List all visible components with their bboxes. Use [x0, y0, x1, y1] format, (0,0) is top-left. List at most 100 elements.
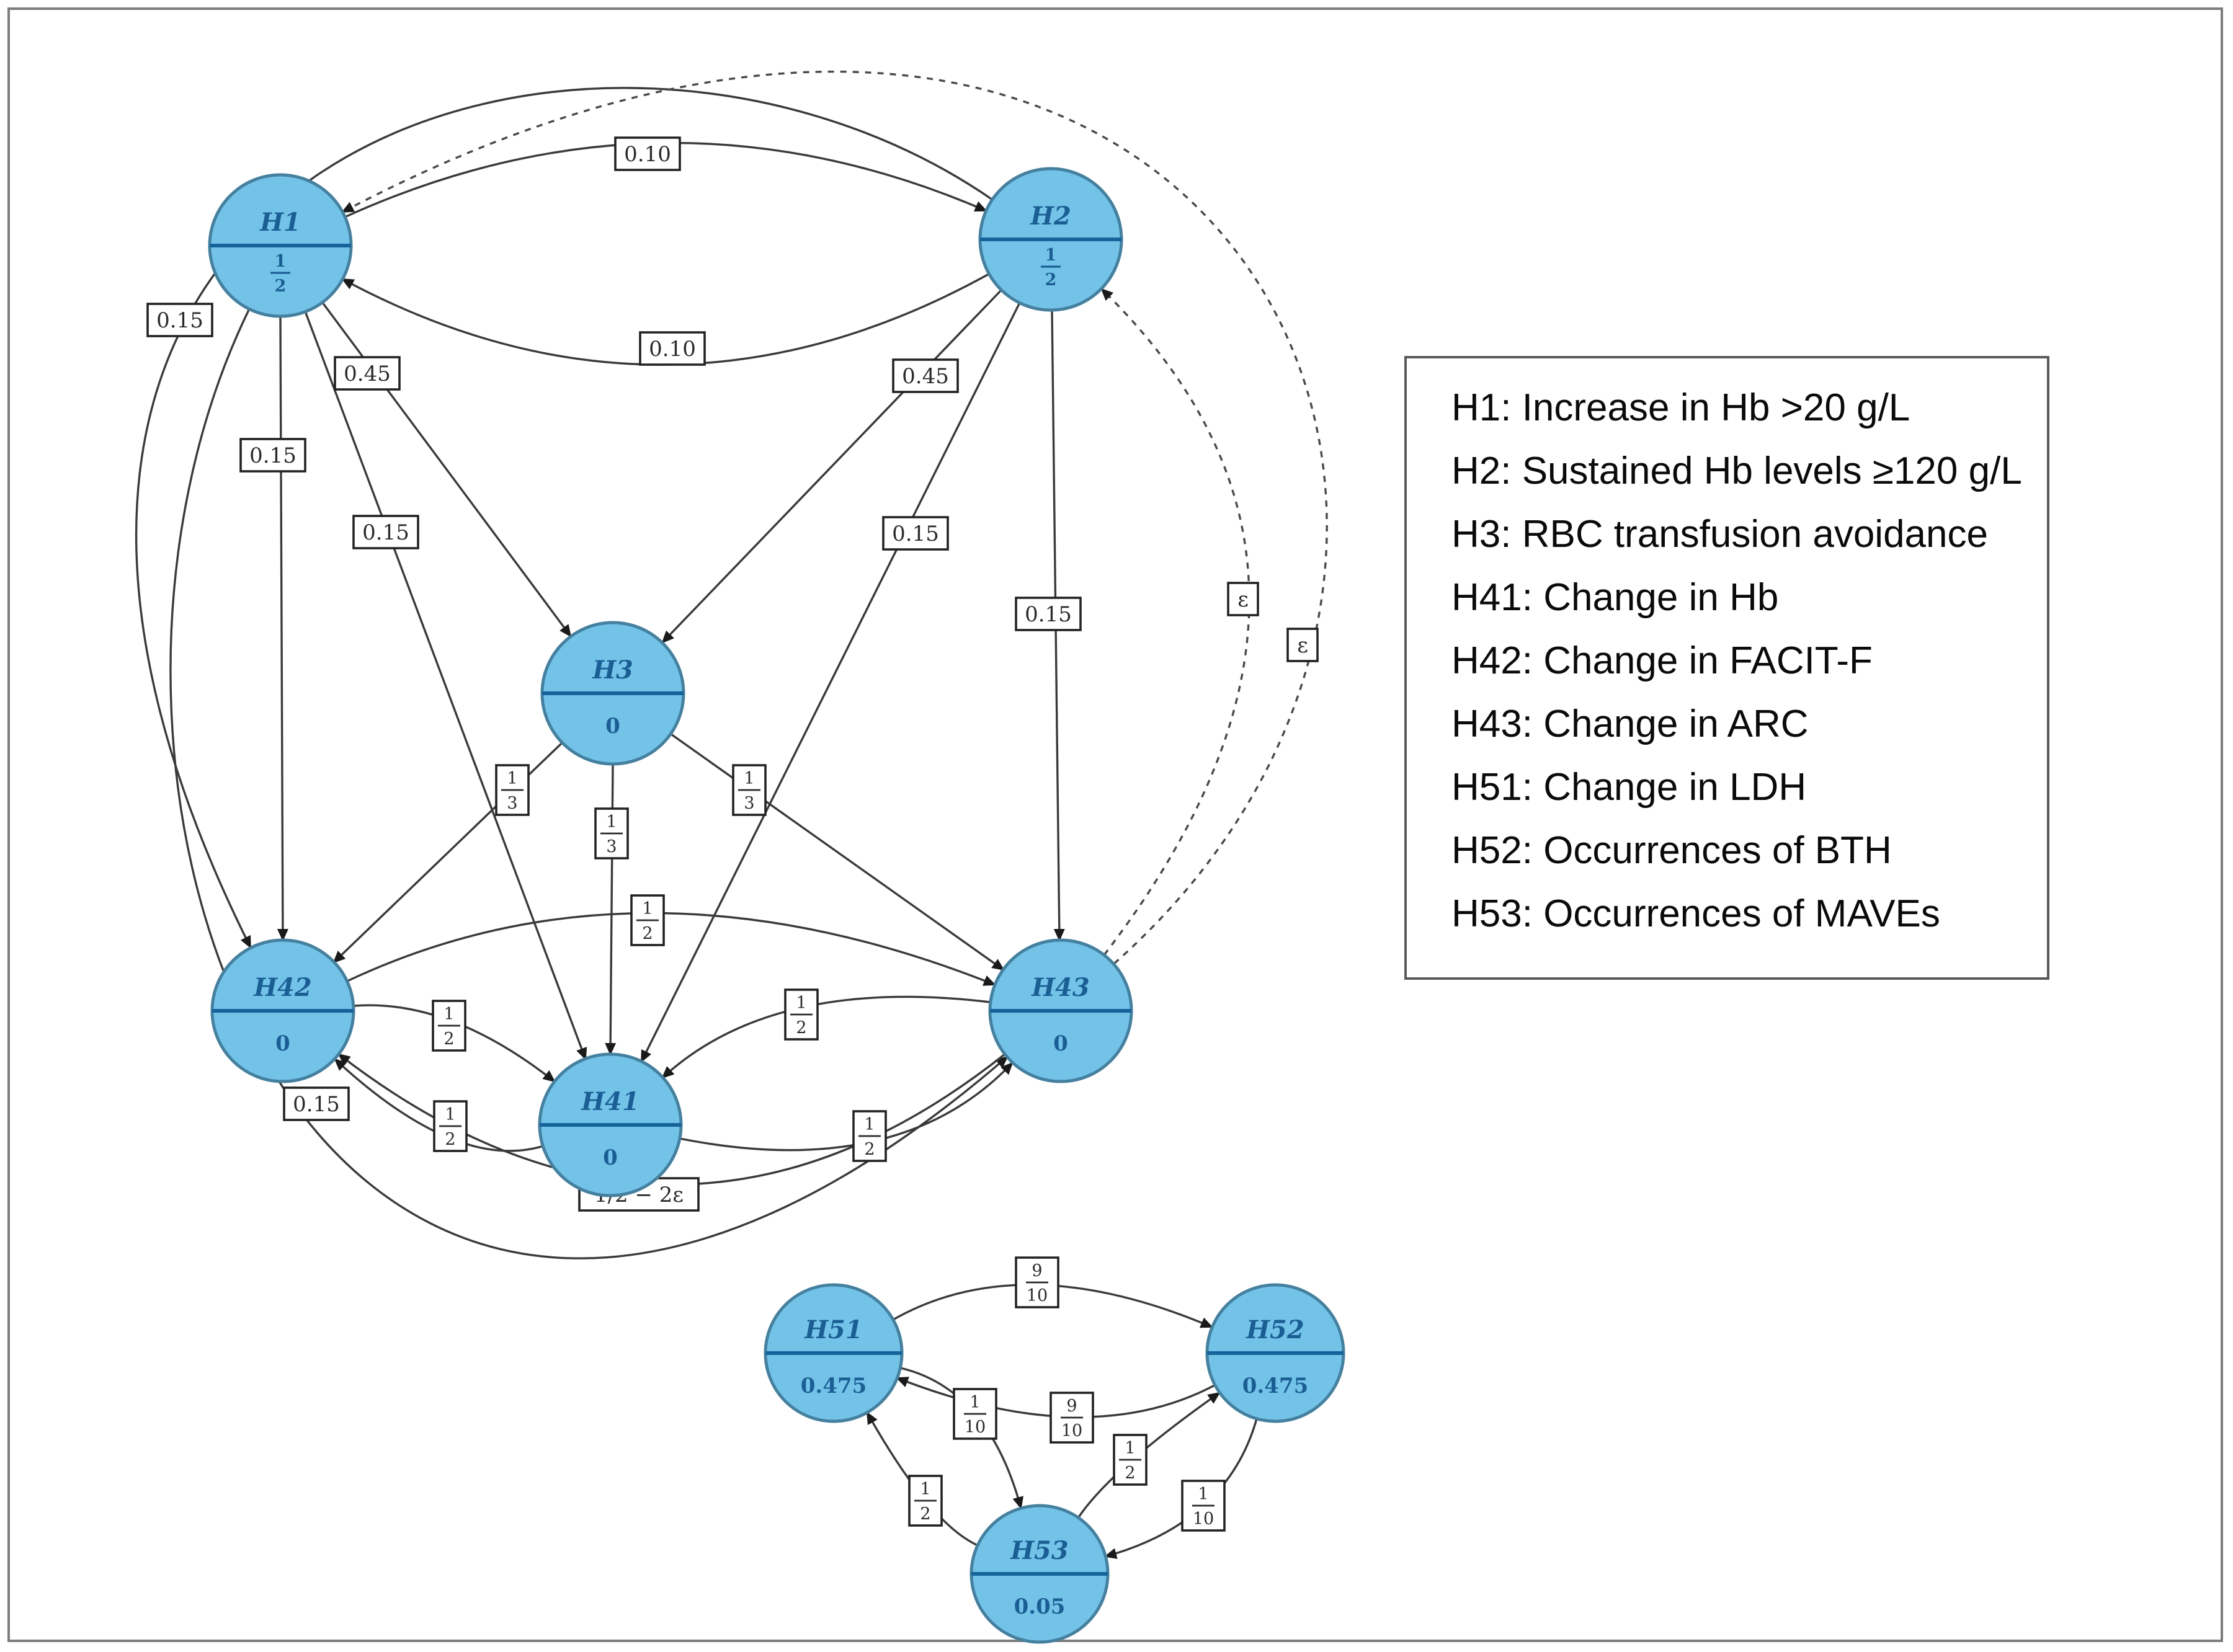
svg-text:ε: ε	[1297, 633, 1308, 658]
edge-label-H2-H42: 0.15	[146, 303, 213, 337]
node-H41: H41 0	[538, 1052, 683, 1197]
legend-item: H41: Change in Hb	[1451, 575, 1779, 619]
node-label-H43: H43	[1031, 973, 1089, 1002]
edge-label-H52-H51: 910	[1050, 1392, 1094, 1444]
edge-H3-H41	[605, 763, 617, 1055]
edge-label-H53-H52: 12	[1113, 1434, 1148, 1486]
svg-text:1: 1	[1198, 1485, 1208, 1504]
svg-text:0: 0	[605, 714, 620, 739]
edge-label-H3-H42: 13	[495, 764, 530, 816]
legend-item: H52: Occurrences of BTH	[1451, 828, 1892, 872]
legend-item: H53: Occurrences of MAVEs	[1451, 892, 1940, 935]
edge-label-H1-H42: 0.15	[239, 438, 306, 473]
edge-H2-H42	[135, 87, 993, 949]
svg-text:2: 2	[445, 1130, 455, 1149]
svg-text:0.15: 0.15	[892, 522, 939, 546]
edge-label-H41-H42: 12	[433, 1100, 468, 1152]
edge-H2-H3	[661, 289, 1002, 644]
edge-label-H1-H41: 0.15	[352, 515, 419, 549]
legend-item: H42: Change in FACIT-F	[1451, 639, 1873, 682]
svg-text:0.15: 0.15	[156, 308, 203, 333]
node-H51: H51 0.475	[764, 1283, 904, 1423]
edge-H2-H41	[640, 302, 1021, 1063]
edge-H43-H41	[661, 995, 991, 1079]
edge-label-H2-H1: 0.10	[639, 331, 706, 366]
svg-text:0.15: 0.15	[293, 1092, 340, 1117]
edge-H1-H42	[277, 316, 288, 941]
svg-text:2: 2	[1045, 270, 1057, 290]
edge-label-H1-H2: 0.10	[614, 136, 681, 171]
edge-H1-H43	[169, 308, 1009, 1259]
edge-label-H52-H53: 110	[1181, 1480, 1226, 1532]
node-label-H42: H42	[253, 973, 311, 1002]
edge-label-H42-H43: 12	[630, 894, 665, 946]
node-label-H1: H1	[259, 208, 301, 237]
edge-label-H41-H43: 12	[852, 1110, 887, 1162]
svg-text:0.475: 0.475	[801, 1374, 867, 1398]
edge-label-H2-H3: 0.45	[892, 358, 959, 393]
edge-H42-H43	[347, 912, 996, 986]
node-label-H3: H3	[592, 655, 633, 685]
svg-text:0.45: 0.45	[902, 364, 949, 389]
svg-text:1: 1	[920, 1480, 930, 1499]
svg-text:10: 10	[1193, 1509, 1214, 1529]
edge-label-H53-H51: 12	[908, 1475, 943, 1527]
svg-text:3: 3	[507, 794, 517, 813]
svg-text:2: 2	[275, 277, 287, 296]
svg-text:1: 1	[443, 1005, 454, 1024]
svg-text:1: 1	[642, 899, 653, 918]
svg-text:0.15: 0.15	[362, 520, 409, 545]
svg-text:1: 1	[275, 252, 287, 271]
node-H42: H42 0	[210, 938, 355, 1083]
svg-text:0: 0	[275, 1031, 290, 1056]
svg-text:1: 1	[445, 1105, 455, 1124]
edge-label-H1-H3: 0.45	[334, 356, 401, 391]
svg-text:2: 2	[920, 1504, 930, 1524]
edge-label-H1-H43: 0.15	[283, 1086, 350, 1121]
svg-text:0.10: 0.10	[649, 337, 696, 362]
svg-text:ε: ε	[1237, 587, 1249, 612]
svg-text:0.475: 0.475	[1242, 1374, 1308, 1398]
svg-text:9: 9	[1066, 1397, 1077, 1416]
svg-text:1: 1	[969, 1393, 980, 1412]
edge-label-H2-H41: 0.15	[882, 516, 949, 551]
edge-H1-H41	[304, 311, 587, 1060]
edge-label-H3-H41: 13	[594, 807, 629, 859]
edge-label-H42-H41: 12	[432, 1000, 466, 1052]
legend-item: H1: Increase in Hb >20 g/L	[1451, 386, 1910, 429]
legend-item: H43: Change in ARC	[1451, 702, 1809, 745]
svg-text:1: 1	[1125, 1439, 1135, 1458]
figure-border	[7, 7, 2223, 1642]
svg-text:1: 1	[606, 812, 617, 832]
svg-text:1: 1	[744, 769, 754, 788]
edge-H41-H43	[679, 1062, 1014, 1152]
edge-label-H51-H52: 910	[1015, 1256, 1059, 1308]
svg-text:2: 2	[1125, 1463, 1135, 1483]
edge-label-H3-H43: 13	[732, 764, 767, 816]
edge-label-H51-H53: 110	[953, 1388, 997, 1440]
node-H3: H3 0	[540, 621, 685, 766]
svg-text:2: 2	[864, 1140, 875, 1159]
svg-text:0: 0	[603, 1145, 618, 1170]
edge-H1-H3	[321, 301, 572, 637]
svg-text:1: 1	[507, 769, 517, 788]
node-H1: H1 1 2	[208, 173, 353, 318]
edge-label-H43-H1: ε	[1286, 628, 1319, 662]
legend-item: H51: Change in LDH	[1451, 765, 1807, 809]
legend-item: H3: RBC transfusion avoidance	[1451, 512, 1989, 556]
edge-H43-H2	[1100, 288, 1250, 956]
svg-text:10: 10	[1027, 1286, 1048, 1305]
svg-text:10: 10	[965, 1418, 986, 1437]
svg-text:1: 1	[864, 1115, 875, 1134]
node-label-H53: H53	[1010, 1536, 1068, 1565]
edge-H43-H1	[341, 70, 1328, 965]
node-label-H51: H51	[804, 1315, 862, 1344]
svg-text:0: 0	[1053, 1031, 1068, 1056]
edge-H3-H43	[671, 733, 1005, 971]
svg-text:3: 3	[606, 837, 617, 856]
edge-label-H43-H41: 12	[784, 988, 819, 1041]
node-label-H41: H41	[581, 1087, 639, 1116]
